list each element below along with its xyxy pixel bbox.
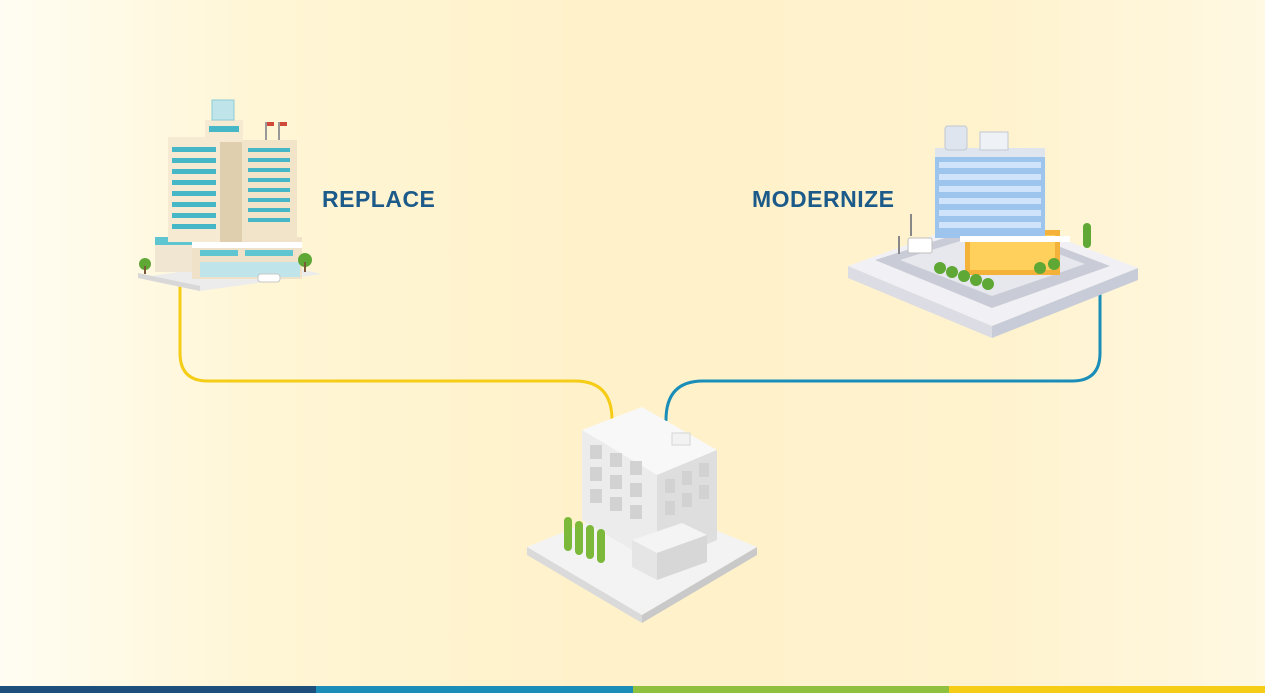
bottom-bar-segment-teal (316, 686, 633, 693)
bottom-bar-segment-navy (0, 686, 317, 693)
bottom-bar-segment-yellow (948, 686, 1265, 693)
modern-glass-building-icon (848, 125, 1138, 338)
modernize-label: MODERNIZE (752, 186, 895, 212)
bottom-color-bar (0, 686, 1265, 693)
modernize-connector (664, 290, 1102, 422)
white-existing-building-icon (527, 407, 757, 623)
bottom-bar-segment-green (632, 686, 949, 693)
replace-label: REPLACE (322, 186, 436, 212)
hospital-building-icon (138, 99, 322, 291)
replace-connector (178, 285, 614, 422)
